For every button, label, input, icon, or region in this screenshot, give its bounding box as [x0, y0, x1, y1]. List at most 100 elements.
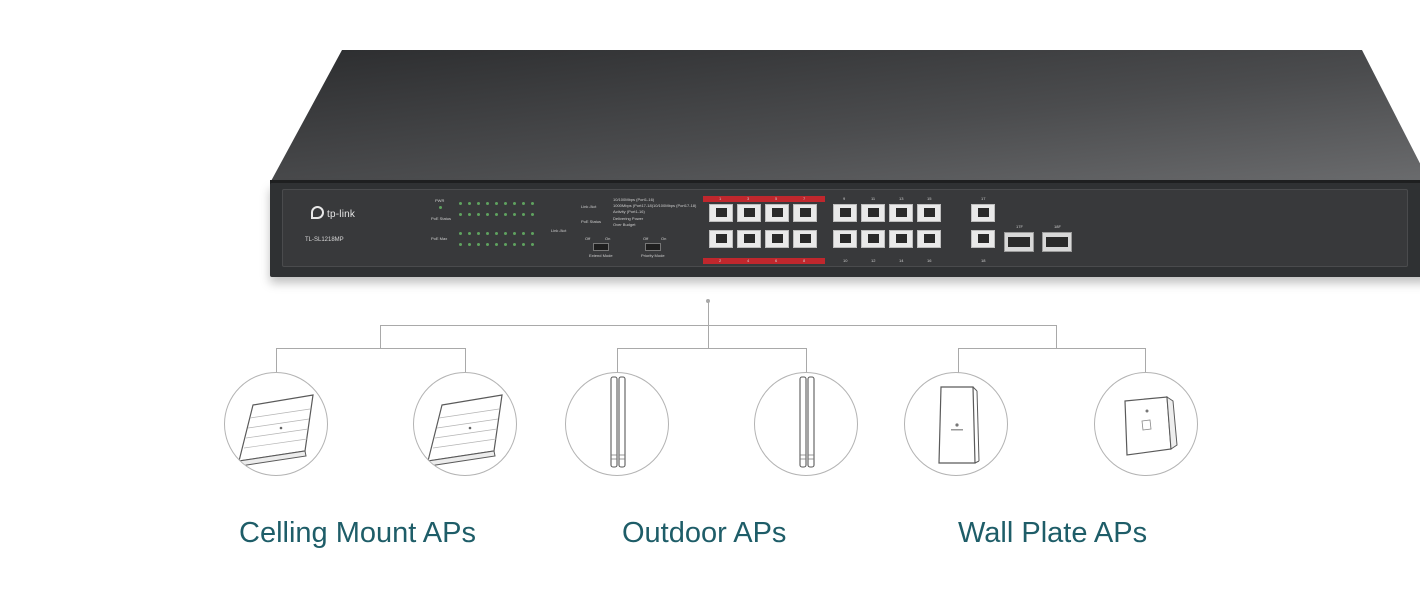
rj45-port-6[interactable]: [765, 230, 789, 248]
port-status-led: [468, 243, 471, 246]
port-number-bottom: 18: [981, 258, 986, 263]
port-status-led: [477, 232, 480, 235]
extend-mode-label: Extend Mode: [589, 253, 613, 258]
rj45-port-12[interactable]: [861, 230, 885, 248]
ceiling-mount-ap-2: [413, 372, 517, 476]
port-status-led: [522, 202, 525, 205]
rj45-port-10[interactable]: [833, 230, 857, 248]
wall-plate-ap-icon: [1124, 396, 1178, 456]
extend-mode-toggle[interactable]: [593, 243, 609, 251]
port-status-led: [459, 202, 462, 205]
poe-status-label: PoE Status: [431, 216, 452, 221]
legend-delivering-power: Delivering Power: [613, 216, 644, 221]
rj45-port-17[interactable]: [971, 204, 995, 222]
rj45-port-14[interactable]: [889, 230, 913, 248]
port-number-top: 15: [927, 196, 932, 201]
rj45-port-8[interactable]: [793, 230, 817, 248]
legend-over-budget: Over Budget: [613, 222, 636, 227]
port-number-top: 3: [747, 196, 750, 201]
outdoor-ap-1: [565, 372, 669, 476]
port-status-led: [459, 243, 462, 246]
rj45-port-15[interactable]: [917, 204, 941, 222]
sfp-17-label: 17F: [1016, 224, 1023, 229]
drop-line-ceiling: [380, 325, 381, 348]
port-number-bottom: 10: [843, 258, 848, 263]
outdoor-group-label: Outdoor APs: [622, 517, 787, 549]
rj45-port-13[interactable]: [889, 204, 913, 222]
outdoor-group-bus: [617, 348, 807, 349]
brand-logo: tp-link: [311, 206, 355, 220]
port-status-led: [459, 232, 462, 235]
upper-bus-line: [380, 325, 1056, 326]
port-status-led: [504, 243, 507, 246]
rj45-port-2[interactable]: [709, 230, 733, 248]
wall-plate-ap-1: [904, 372, 1008, 476]
port-status-led: [522, 213, 525, 216]
rj45-port-18[interactable]: [971, 230, 995, 248]
ceiling-group-bus: [276, 348, 466, 349]
port-number-top: 7: [803, 196, 806, 201]
pwr-led: [439, 206, 442, 209]
poe-status-legend-label: PoE Status: [581, 219, 602, 224]
link-act-label: Link /Act: [551, 228, 567, 233]
port-status-led: [477, 243, 480, 246]
port-status-led: [468, 213, 471, 216]
switch-faceplate: tp-link TL-SL1218MP PWR PoE Status PoE M…: [282, 189, 1408, 267]
trunk-endpoint: [706, 299, 710, 303]
port-status-led: [522, 232, 525, 235]
port-status-led: [513, 202, 516, 205]
sfp-slot-17[interactable]: [1004, 232, 1034, 252]
port-status-led: [486, 213, 489, 216]
rj45-port-5[interactable]: [765, 204, 789, 222]
outdoor-drop-1: [617, 348, 618, 374]
outdoor-ap-2: [754, 372, 858, 476]
port-status-led: [504, 213, 507, 216]
rj45-port-7[interactable]: [793, 204, 817, 222]
rj45-port-9[interactable]: [833, 204, 857, 222]
port-status-led: [495, 232, 498, 235]
port-number-bottom: 12: [871, 258, 876, 263]
rj45-port-3[interactable]: [737, 204, 761, 222]
ceiling-mount-ap-icon: [427, 394, 503, 467]
port-status-led: [513, 232, 516, 235]
drop-line-wall: [1056, 325, 1057, 348]
outdoor-ap-icon: [610, 376, 626, 468]
port-status-led: [468, 202, 471, 205]
poe-top-bar: [703, 196, 825, 202]
wall-plate-ap-icon: [938, 386, 980, 464]
port-number-top: 11: [871, 196, 876, 201]
model-number: TL-SL1218MP: [305, 237, 344, 243]
sfp-18-label: 18F: [1054, 224, 1061, 229]
wall-drop-1: [958, 348, 959, 374]
ceiling-drop-2: [465, 348, 466, 374]
legend-10-100-sfp: 10/100Mbps (Port17-18): [653, 203, 697, 208]
wall-drop-2: [1145, 348, 1146, 374]
port-status-led: [513, 213, 516, 216]
port-status-led: [477, 213, 480, 216]
rj45-port-16[interactable]: [917, 230, 941, 248]
port-number-bottom: 6: [775, 258, 778, 263]
port-number-bottom: 4: [747, 258, 750, 263]
rj45-port-11[interactable]: [861, 204, 885, 222]
priority-off-label: Off: [643, 236, 649, 241]
rj45-port-4[interactable]: [737, 230, 761, 248]
port-status-led: [531, 213, 534, 216]
port-status-led: [504, 232, 507, 235]
priority-mode-label: Priority Mode: [641, 253, 665, 258]
sfp-slot-18[interactable]: [1042, 232, 1072, 252]
ceiling-mount-ap-icon: [238, 394, 314, 467]
port-number-top: 13: [899, 196, 904, 201]
ceiling-drop-1: [276, 348, 277, 374]
wall-plate-ap-2: [1094, 372, 1198, 476]
port-status-led: [486, 232, 489, 235]
rj45-port-1[interactable]: [709, 204, 733, 222]
port-number-bottom: 16: [927, 258, 932, 263]
legend-10-100: 10/100Mbps (Port1-16): [613, 197, 655, 202]
extend-off-label: Off: [585, 236, 591, 241]
priority-mode-toggle[interactable]: [645, 243, 661, 251]
port-status-led: [522, 243, 525, 246]
port-status-led: [513, 243, 516, 246]
tp-link-logo-icon: [311, 206, 324, 219]
poe-bottom-bar: [703, 258, 825, 264]
